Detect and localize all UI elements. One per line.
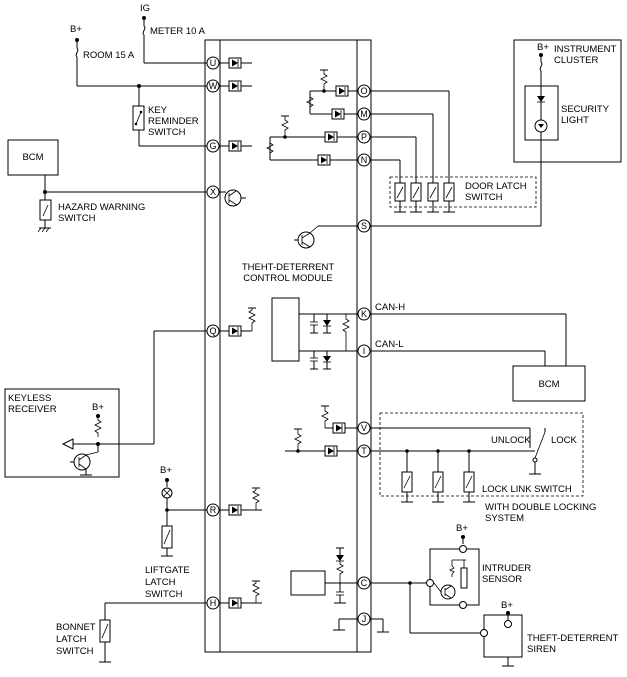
ig-meter-fuse: IG METER 10 A <box>140 3 213 64</box>
door-latch-label-1: DOOR LATCH <box>465 181 527 192</box>
theft-deterrent-siren: B+ THEFT-DETERRENT SIREN <box>409 583 619 667</box>
bplus-label-keyless: B+ <box>92 402 104 413</box>
svg-text:J: J <box>362 614 367 624</box>
bonnet-latch-switch: BONNET LATCH SWITCH <box>56 602 207 663</box>
bcm-left-label: BCM <box>22 152 43 163</box>
door-latch-wiring <box>370 90 450 183</box>
key-reminder-label-1: KEY <box>148 105 168 116</box>
lock-link-label: LOCK LINK SWITCH <box>482 484 572 495</box>
bonnet-label-1: BONNET <box>56 622 96 633</box>
module-label-1: THEHT-DETERRENT <box>242 262 335 273</box>
hazard-label-1: HAZARD WARNING <box>58 202 145 213</box>
security-light-label-2: LIGHT <box>561 115 589 126</box>
ig-label: IG <box>140 3 150 14</box>
room-fuse-label: ROOM 15 A <box>83 50 135 61</box>
bplus-label-cluster: B+ <box>537 42 549 53</box>
left-pins: U W G X Q R H <box>206 56 220 610</box>
double-locking-label-1: WITH DOUBLE LOCKING <box>485 502 596 513</box>
svg-text:Q: Q <box>209 326 216 336</box>
svg-text:R: R <box>210 505 217 515</box>
intruder-label-1: INTRUDER <box>482 563 531 574</box>
double-locking-label-2: SYSTEM <box>485 513 524 524</box>
hazard-warning-switch: HAZARD WARNING SWITCH <box>37 192 145 233</box>
svg-text:U: U <box>210 58 217 68</box>
keyless-label-1: KEYLESS <box>8 393 51 404</box>
intruder-sensor: B+ INTRUDER SENSOR <box>370 523 531 609</box>
door-latch-switches: DOOR LATCH SWITCH <box>389 176 537 213</box>
liftgate-label-2: LATCH <box>145 577 176 588</box>
svg-text:O: O <box>360 86 367 96</box>
bonnet-label-2: LATCH <box>56 634 87 645</box>
siren-label-1: THEFT-DETERRENT <box>527 633 619 644</box>
svg-text:H: H <box>210 598 217 608</box>
room-fuse: B+ ROOM 15 A <box>70 24 213 87</box>
keyless-label-2: RECEIVER <box>8 404 57 415</box>
hazard-label-2: SWITCH <box>58 213 96 224</box>
svg-text:V: V <box>361 423 367 433</box>
cluster-label-1: INSTRUMENT <box>554 44 616 55</box>
bonnet-label-3: SWITCH <box>56 646 94 657</box>
svg-text:I: I <box>363 346 366 356</box>
svg-text:X: X <box>210 187 216 197</box>
door-latch-label-2: SWITCH <box>465 192 503 203</box>
bcm-left: BCM <box>7 139 213 194</box>
liftgate-label-1: LIFTGATE <box>145 565 190 576</box>
svg-text:P: P <box>361 132 367 142</box>
control-module-frame <box>204 39 372 653</box>
instrument-cluster: INSTRUMENT CLUSTER B+ SECURITY LIGHT <box>370 39 622 227</box>
unlock-label: UNLOCK <box>491 435 531 446</box>
liftgate-latch-switch: B+ LIFTGATE LATCH SWITCH <box>145 465 207 600</box>
siren-drive-internal <box>290 547 389 633</box>
svg-text:N: N <box>361 155 368 165</box>
svg-text:M: M <box>360 109 368 119</box>
lock-label: LOCK <box>551 435 578 446</box>
cluster-label-2: CLUSTER <box>554 55 598 66</box>
key-reminder-label-3: SWITCH <box>148 127 186 138</box>
door-internal-circuits <box>266 69 358 249</box>
security-light-label-1: SECURITY <box>561 104 610 115</box>
lock-link-section: UNLOCK LOCK LOCK LINK SWITCH WITH DOUBLE… <box>285 405 596 524</box>
right-pins: O M P N S K I V T C J <box>357 84 371 626</box>
can-circuit: CAN-H CAN-L BCM <box>271 297 586 402</box>
intruder-label-2: SENSOR <box>482 574 522 585</box>
left-internal-diodes <box>219 57 262 609</box>
can-l-label: CAN-L <box>375 339 404 350</box>
module-label-2: CONTROL MODULE <box>243 273 332 284</box>
key-reminder-switch: KEY REMINDER SWITCH <box>132 84 213 147</box>
svg-text:K: K <box>361 309 367 319</box>
svg-text:S: S <box>361 221 367 231</box>
svg-text:W: W <box>209 81 218 91</box>
svg-text:T: T <box>361 446 367 456</box>
svg-text:G: G <box>209 141 216 151</box>
key-reminder-label-2: REMINDER <box>148 116 199 127</box>
meter-fuse-label: METER 10 A <box>150 26 206 37</box>
bplus-label-intruder: B+ <box>456 523 468 534</box>
can-h-label: CAN-H <box>375 302 405 313</box>
liftgate-label-3: SWITCH <box>145 589 183 600</box>
keyless-receiver: KEYLESS RECEIVER B+ <box>4 330 207 478</box>
siren-label-2: SIREN <box>527 644 556 655</box>
bcm-right-label: BCM <box>538 379 559 390</box>
svg-text:C: C <box>361 578 368 588</box>
bplus-label-liftgate: B+ <box>160 465 172 476</box>
bplus-label-siren: B+ <box>501 600 513 611</box>
bplus-label-room: B+ <box>70 24 82 35</box>
